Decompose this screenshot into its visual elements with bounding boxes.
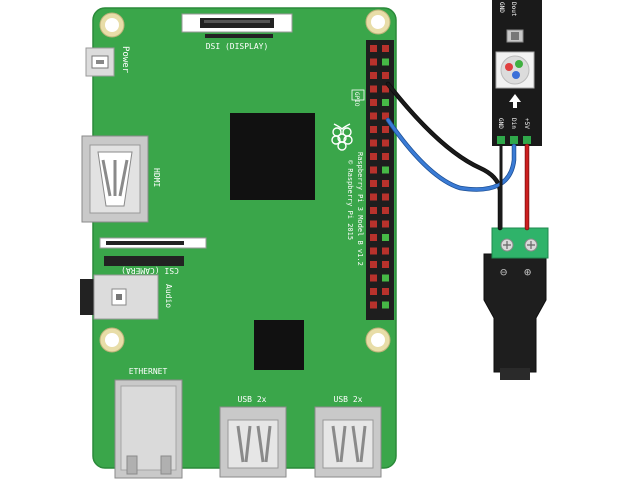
pad-din (510, 136, 518, 144)
jack-body (483, 253, 547, 373)
gpio-pin (382, 45, 389, 52)
wire-data (386, 118, 516, 191)
gpio-pin (382, 112, 389, 120)
model-label: Raspberry Pi 3 Model B v1.2 (356, 152, 364, 266)
gpio-label: GPIO (353, 92, 360, 107)
strip-pin-din: Din (510, 118, 517, 129)
gpio-pins (370, 45, 389, 309)
gpio-pin (382, 193, 389, 201)
gpio-pin (382, 166, 389, 174)
gpio-pin (370, 85, 377, 93)
gpio-pin (370, 45, 377, 52)
gpio-pin (382, 72, 389, 79)
gpio-pin (370, 301, 377, 309)
gpio-pin (382, 126, 389, 133)
audio-jack: Audio (80, 274, 173, 320)
strip-top-dout: Dout (510, 2, 517, 17)
gpio-header: GPIO (351, 40, 394, 320)
usb-left-label: USB 2x (238, 395, 267, 404)
pad-5v (523, 136, 531, 144)
gpio-pin (370, 72, 377, 79)
gpio-pin (382, 180, 389, 187)
gpio-pin (382, 58, 389, 66)
gpio-pin (370, 247, 377, 255)
audio-label: Audio (164, 284, 173, 308)
dsi-label: DSI (DISPLAY) (206, 42, 269, 51)
gpio-pin (370, 261, 377, 268)
gpio-pin (370, 288, 377, 295)
direction-arrow-icon (509, 94, 521, 108)
raspberry-logo-icon (331, 123, 353, 151)
mounting-holes (99, 9, 391, 353)
gpio-pin (370, 220, 377, 228)
dc-barrel-jack: ⊖ ⊕ (483, 227, 549, 380)
gpio-pin (382, 85, 389, 93)
strip-pin-gnd: GND (497, 118, 504, 129)
gpio-pin (370, 99, 377, 106)
gpio-pin (370, 166, 377, 174)
led-strip: GND Dout GND Din +5V (492, 0, 542, 146)
csi-connector: CSI (CAMERA) (99, 237, 207, 275)
strip-pin-5v: +5V (523, 118, 530, 129)
jack-plus-label: ⊕ (524, 265, 531, 279)
gpio-pin (382, 288, 389, 295)
gpio-pin (382, 99, 389, 106)
usb-right-label: USB 2x (334, 395, 363, 404)
gpio-pin (382, 301, 389, 309)
gpio-pin (370, 274, 377, 282)
gpio-pin (382, 274, 389, 282)
gpio-pin (370, 139, 377, 147)
strip-top-gnd: GND (498, 2, 505, 13)
screw-terminal (491, 227, 549, 259)
usb-controller-chip (254, 320, 304, 370)
gpio-pin (370, 126, 377, 133)
gpio-pin (370, 180, 377, 187)
usb-port-left: USB 2x (219, 395, 287, 478)
hdmi-label: HDMI (152, 168, 161, 187)
gpio-pin (370, 112, 377, 120)
wire-gnd-pi (386, 82, 502, 230)
gpio-pin (382, 207, 389, 214)
gpio-pin (382, 234, 389, 241)
wires (385, 81, 530, 231)
gpio-pin (370, 207, 377, 214)
usb-port-right: USB 2x (314, 395, 382, 478)
gpio-pin (382, 220, 389, 228)
copyright-label: © Raspberry Pi 2015 (346, 160, 354, 240)
power-connector: Power (85, 46, 130, 77)
raspberry-pi-board: DSI (DISPLAY) Power HDMI (80, 7, 397, 479)
hdmi-connector: HDMI (81, 135, 161, 223)
dsi-connector: DSI (DISPLAY) (181, 13, 293, 51)
pad-gnd (497, 136, 505, 144)
gpio-pin (382, 139, 389, 147)
gpio-pin (370, 58, 377, 66)
power-label: Power (120, 46, 130, 74)
csi-label: CSI (CAMERA) (121, 266, 179, 275)
ethernet-port: ETHERNET (114, 367, 183, 479)
jack-minus-label: ⊖ (500, 265, 507, 279)
gpio-pin (370, 193, 377, 201)
ethernet-label: ETHERNET (129, 367, 168, 376)
soc-chip (230, 113, 315, 200)
gpio-pin (382, 153, 389, 160)
gpio-pin (382, 247, 389, 255)
gpio-pin (382, 261, 389, 268)
gpio-pin (370, 234, 377, 241)
gpio-pin (370, 153, 377, 160)
